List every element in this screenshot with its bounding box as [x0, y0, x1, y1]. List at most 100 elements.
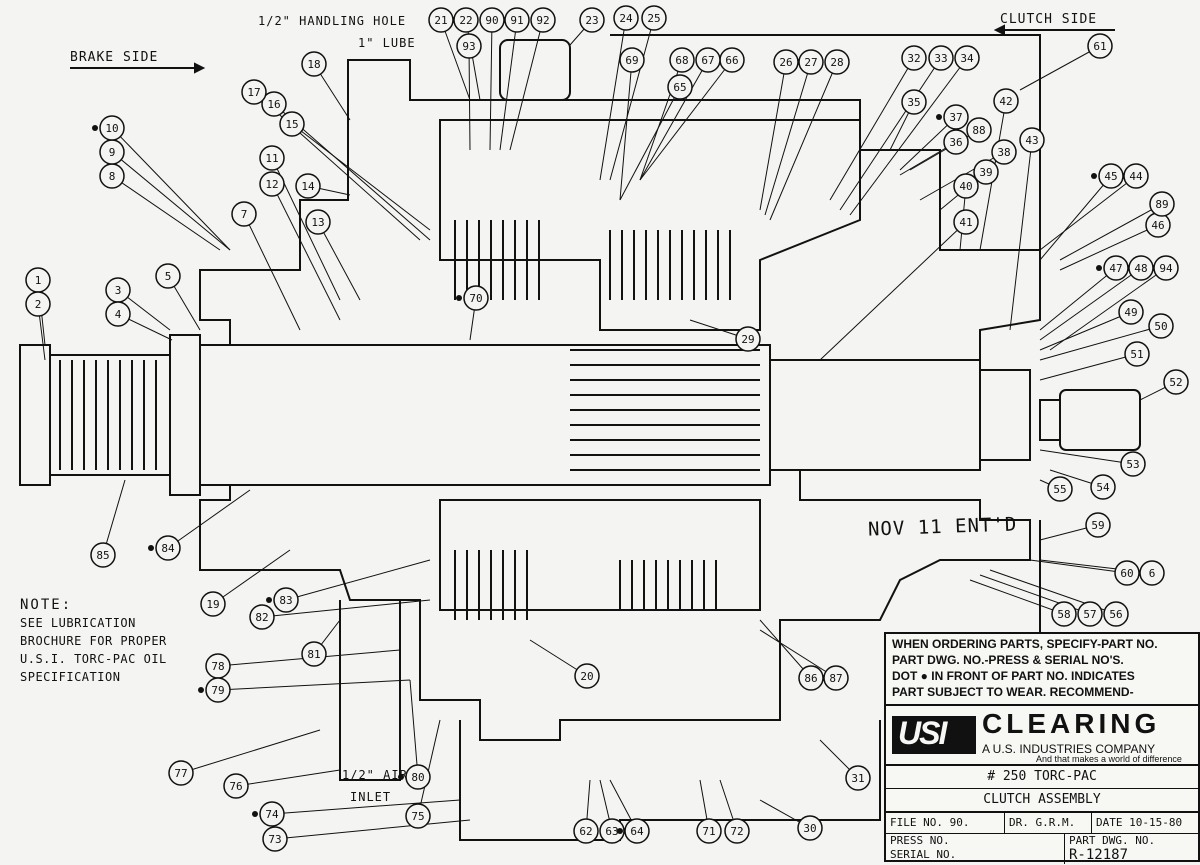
leader-line-94 — [1049, 267, 1167, 351]
callout-circle — [1149, 191, 1175, 217]
callout-circle — [479, 7, 505, 33]
callout-circle — [641, 5, 667, 31]
callout-46: 46 — [1145, 212, 1171, 238]
callout-25: 25 — [641, 5, 667, 31]
title-block: WHEN ORDERING PARTS, SPECIFY-PART NO. PA… — [884, 632, 1200, 864]
lubrication-note: NOTE: SEE LUBRICATION BROCHURE FOR PROPE… — [20, 596, 167, 686]
callout-36: 36 — [943, 129, 969, 155]
callout-circle — [1114, 560, 1140, 586]
callout-circle — [1019, 127, 1045, 153]
leader-line-13 — [317, 221, 361, 301]
wear-part-dot-icon — [398, 774, 404, 780]
callout-number: 63 — [605, 825, 618, 838]
callout-number: 26 — [779, 56, 792, 69]
callout-number: 71 — [702, 825, 715, 838]
callout-64: 64 — [617, 818, 650, 844]
leader-line-15 — [291, 123, 431, 231]
info-line: PART SUBJECT TO WEAR. RECOMMEND- — [892, 685, 1134, 699]
callout-number: 32 — [907, 52, 920, 65]
handling-hole-label: 1/2" HANDLING HOLE — [258, 14, 407, 28]
callout-45: 45 — [1091, 163, 1124, 189]
wear-part-dot-icon — [266, 597, 272, 603]
callout-number: 24 — [619, 12, 633, 25]
leader-line-53 — [1039, 449, 1134, 465]
callout-circle — [928, 45, 954, 71]
callout-circle — [1098, 163, 1124, 189]
callout-number: 48 — [1134, 262, 1147, 275]
leader-line-10 — [111, 127, 231, 251]
callout-number: 28 — [830, 56, 843, 69]
company-tagline: And that makes a world of difference — [1036, 754, 1182, 764]
callout-number: 17 — [247, 86, 260, 99]
callout-circle — [696, 818, 722, 844]
callout-59: 59 — [1085, 512, 1111, 538]
callout-circle — [463, 285, 489, 311]
file-no: FILE NO. 90. — [886, 813, 1005, 833]
callout-circle — [1085, 512, 1111, 538]
callout-28: 28 — [824, 49, 850, 75]
callout-circle — [624, 818, 650, 844]
callout-number: 40 — [959, 180, 972, 193]
callout-circle — [241, 79, 267, 105]
callout-circle — [205, 677, 231, 703]
callout-number: 21 — [434, 14, 447, 27]
callout-circle — [823, 665, 849, 691]
company-logo-row: USI CLEARING A U.S. INDUSTRIES COMPANY A… — [886, 706, 1198, 766]
leader-line-84 — [167, 489, 251, 549]
callout-4: 4 — [105, 301, 131, 327]
callout-circle — [168, 760, 194, 786]
callout-number: 30 — [803, 822, 816, 835]
callout-circle — [953, 209, 979, 235]
callout-39: 39 — [973, 159, 999, 185]
callout-number: 41 — [959, 216, 972, 229]
callout-circle — [773, 49, 799, 75]
callout-number: 90 — [485, 14, 498, 27]
callout-circle — [25, 291, 51, 317]
wear-part-dot-icon — [1096, 265, 1102, 271]
leader-line-8 — [111, 175, 221, 251]
callout-number: 47 — [1109, 262, 1122, 275]
callout-3: 3 — [105, 277, 131, 303]
callout-circle — [249, 604, 275, 630]
callout-circle — [991, 139, 1017, 165]
callout-number: 13 — [311, 216, 324, 229]
callout-70: 70 — [456, 285, 489, 311]
callout-number: 3 — [115, 284, 122, 297]
wear-part-dot-icon — [148, 545, 154, 551]
callout-number: 34 — [960, 52, 974, 65]
callout-94: 94 — [1153, 255, 1179, 281]
brake-side-label: BRAKE SIDE — [70, 50, 159, 65]
callout-89: 89 — [1149, 191, 1175, 217]
callout-23: 23 — [579, 7, 605, 33]
callout-number: 55 — [1053, 483, 1066, 496]
callout-77: 77 — [168, 760, 194, 786]
leader-line-45 — [1039, 175, 1112, 261]
callout-circle — [901, 45, 927, 71]
leader-line-75 — [417, 719, 441, 817]
callout-1: 1 — [25, 267, 51, 293]
wear-part-dot-icon — [617, 828, 623, 834]
callout-number: 65 — [673, 81, 686, 94]
note-line: BROCHURE FOR PROPER — [20, 634, 167, 648]
drawing-date: DATE 10-15-80 — [1096, 816, 1183, 829]
callout-circle — [954, 45, 980, 71]
callout-34: 34 — [954, 45, 980, 71]
callout-circle — [1123, 163, 1149, 189]
main-shaft — [19, 334, 1031, 496]
callout-circle — [105, 301, 131, 327]
callout-number: 62 — [579, 825, 592, 838]
callout-circle — [1118, 299, 1144, 325]
callout-number: 57 — [1083, 608, 1096, 621]
callout-circle — [301, 641, 327, 667]
ordering-instructions: WHEN ORDERING PARTS, SPECIFY-PART NO. PA… — [886, 634, 1198, 706]
callout-circle — [724, 818, 750, 844]
leader-line-65 — [619, 86, 681, 201]
callout-circle — [619, 47, 645, 73]
callout-19: 19 — [200, 591, 226, 617]
callout-circle — [943, 104, 969, 130]
callout-47: 47 — [1096, 255, 1129, 281]
callout-32: 32 — [901, 45, 927, 71]
callout-number: 46 — [1151, 219, 1164, 232]
callout-circle — [798, 665, 824, 691]
callout-number: 1 — [35, 274, 42, 287]
